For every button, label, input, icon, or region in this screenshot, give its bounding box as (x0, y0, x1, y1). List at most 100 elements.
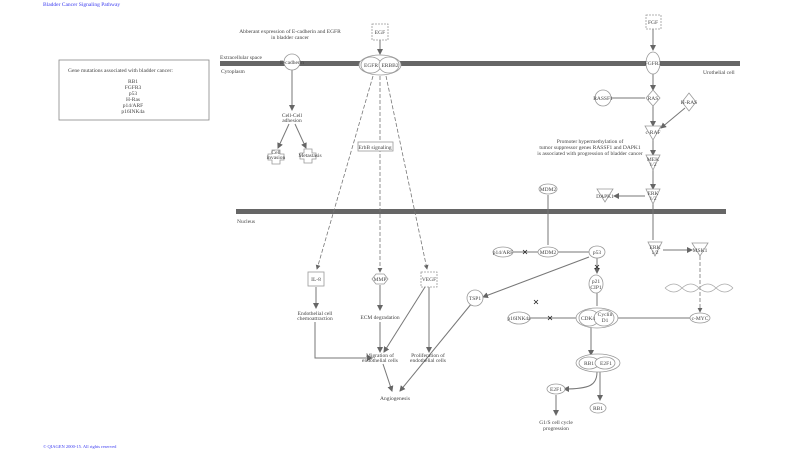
fgfr3-label: FGFR3 (645, 61, 662, 67)
e2f1-label: E2F1 (600, 361, 612, 367)
p16ink4a-node[interactable] (507, 311, 531, 325)
erk-node[interactable] (645, 188, 661, 205)
annotation-promoter: Promoter hypermethylation of tumor suppr… (537, 138, 643, 157)
rassf1-label: RASSF1 (593, 96, 613, 102)
rassf1-node[interactable] (594, 89, 612, 107)
cyclin-d1-label: D1 (602, 318, 609, 324)
vegf-label: VEGF (422, 277, 436, 283)
g1s-progression-label: progression (543, 426, 569, 432)
urothelial-cell-label: Urothelial cell (703, 70, 735, 76)
egf-node[interactable] (371, 23, 389, 41)
ras-label: RAS (648, 96, 659, 102)
annotation-ecadherin: Abberant expression of E-cadherin and EG… (239, 28, 341, 41)
rb1-label: RB1 (593, 406, 603, 412)
p53-label: p53 (593, 250, 602, 256)
nuclear-membrane (236, 209, 726, 214)
e-cadherin-node[interactable] (283, 53, 301, 71)
fgfr3-node[interactable] (645, 51, 661, 75)
fgf-node[interactable] (645, 14, 662, 30)
mdm2-cytoplasm-node[interactable] (538, 183, 558, 195)
ras-node[interactable] (645, 89, 661, 107)
annotation-line: in bladder cancer (271, 35, 309, 41)
rb1-label: RB1 (584, 361, 594, 367)
mdm2-label: MDM2 (540, 250, 557, 256)
tsp1-node[interactable] (466, 289, 484, 307)
angiogenesis-label[interactable]: Angiogenesis (380, 396, 410, 402)
metastasis-label: Metastasis (298, 153, 321, 159)
mdm2-node[interactable] (537, 246, 559, 258)
e-cadherin-label: E-cadherin (280, 60, 304, 66)
erk-label: ERK (648, 191, 659, 197)
diagram-title[interactable]: Bladder Cancer Signaling Pathway (43, 2, 120, 8)
p21-label: p21 (592, 279, 601, 285)
p14arf-label: p14/ARF (493, 250, 513, 256)
mutations-heading: Gene mutations associated with bladder c… (68, 68, 173, 74)
annotation-line: tumor suppressor genes RASSF1 and DAPK1 (539, 145, 641, 151)
g1s-progression-label[interactable]: G1/S cell cycle (539, 420, 573, 426)
mutation-gene: FGFR3 (125, 85, 142, 91)
h-ras-node[interactable] (681, 92, 697, 112)
fgf-label: FGF (648, 20, 658, 26)
dapk1-label: DAPK1 (596, 194, 614, 200)
edges (277, 29, 703, 416)
cytoplasm-label: Cytoplasm (221, 69, 246, 75)
ecm-degradation-label[interactable]: ECM degradation (360, 315, 400, 321)
erk-label: ERK (650, 245, 661, 251)
p21-node[interactable] (588, 274, 604, 294)
e2f1-label: E2F1 (550, 387, 562, 393)
il-8-label: IL-8 (311, 277, 321, 283)
erk-nuclear-node[interactable] (647, 241, 663, 257)
proliferation-label: endothelial cells (410, 358, 446, 364)
mek-node[interactable] (645, 154, 661, 171)
cell-invasion-label: Cell (271, 150, 281, 156)
egf-label: EGF (375, 30, 385, 36)
migration-label[interactable]: Migration of (366, 352, 394, 359)
p53-node[interactable] (588, 245, 606, 259)
cell-cell-adhesion-label[interactable]: Cell-Cell (282, 113, 303, 119)
erbb-signaling-node[interactable] (357, 141, 394, 152)
dapk1-node[interactable] (596, 188, 614, 203)
chemoattraction-label[interactable]: Endothelial cell (298, 311, 333, 317)
metastasis-node[interactable] (299, 148, 317, 164)
copyright: © QIAGEN 2000-15. All rights reserved (43, 444, 117, 449)
msk1-label: MSK1 (693, 248, 708, 254)
erk-label: 1/2 (651, 250, 658, 256)
mutation-gene: p53 (129, 91, 138, 97)
egfr-label: EGFR (364, 63, 378, 69)
c-myc-label: c-MYC (692, 316, 709, 322)
mutation-gene: RB1 (128, 79, 138, 85)
p16ink4a-label: p16INK4a (507, 316, 531, 322)
cell-invasion-node[interactable] (267, 149, 285, 165)
vegf-node[interactable] (420, 271, 438, 288)
chemoattraction-label: chemoattraction (297, 316, 333, 322)
mmp-label: MMP (374, 277, 387, 283)
h-ras-label: H-RAS (681, 100, 698, 106)
annotation-line: Promoter hypermethylation of (557, 138, 624, 145)
proliferation-label[interactable]: Proliferation of (411, 352, 445, 359)
cyclin-d1-label: Cyclin (598, 312, 613, 318)
p14arf-node[interactable] (492, 246, 514, 258)
inhibition-marks (522, 249, 600, 321)
mmp-node[interactable] (371, 273, 389, 285)
msk1-node[interactable] (691, 242, 709, 257)
c-raf-label: c-RAF (646, 130, 661, 136)
il-8-node[interactable] (307, 271, 325, 287)
mutations-box: Gene mutations associated with bladder c… (58, 59, 210, 121)
p21-label: CIP1 (590, 285, 602, 291)
mutation-gene: p14/ARF (123, 103, 143, 109)
erbb-signaling-label: ErbB signaling (358, 145, 391, 151)
c-raf-node[interactable] (644, 125, 662, 141)
e2f1-node[interactable] (546, 383, 566, 395)
mek-label: MEK (647, 157, 659, 163)
extracellular-label: Extracellular space (220, 55, 263, 61)
dna-icon (664, 283, 734, 293)
erk-label: 1/2 (649, 196, 656, 202)
c-myc-node[interactable] (689, 312, 711, 324)
rb1-node[interactable] (589, 402, 607, 414)
cell-invasion-label: invasion (267, 155, 286, 161)
mek-label: 1/2 (649, 162, 656, 168)
cdk4-label: CDK4 (581, 316, 596, 322)
tsp1-label: TSP1 (469, 296, 481, 302)
